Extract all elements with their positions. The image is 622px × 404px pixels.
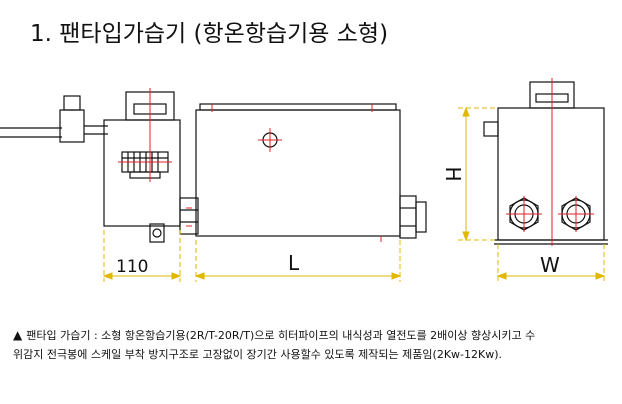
solenoid-valve xyxy=(59,109,85,143)
side-view-center-marks xyxy=(118,88,382,242)
dim-110-label: 110 xyxy=(116,257,148,277)
side-fitting xyxy=(399,195,417,239)
dim-length-label: L xyxy=(288,251,300,275)
valve-coil xyxy=(63,95,81,111)
side-view-dimensions xyxy=(102,230,402,282)
caption-line-1: ▲팬타입 가습기 : 소형 항온항습기용(2R/T-20R/T)으로 히터파이프… xyxy=(13,326,613,345)
dim-height-label: H xyxy=(441,166,465,181)
control-box xyxy=(103,119,181,227)
triangle-marker-icon: ▲ xyxy=(13,328,23,342)
drain-valve xyxy=(149,223,165,243)
front-view xyxy=(483,81,608,245)
product-description: ▲팬타입 가습기 : 소형 항온항습기용(2R/T-20R/T)으로 히터파이프… xyxy=(13,326,613,364)
page-title: 1. 팬타입가습기 (항온항습기용 소형) xyxy=(30,21,389,47)
technical-drawing: 110 L H W xyxy=(0,78,608,282)
caption-line-1-text: 팬타입 가습기 : 소형 항온항습기용(2R/T-20R/T)으로 히터파이프의… xyxy=(26,329,536,342)
front-side-port xyxy=(483,121,499,137)
main-tank xyxy=(195,109,401,237)
caption-line-2: 위감지 전극봉에 스케일 부착 방지구조로 고장없이 장기간 사용할수 있도록 … xyxy=(13,348,502,361)
side-view xyxy=(0,91,427,243)
dim-width-label: W xyxy=(540,253,560,277)
front-view-dimensions xyxy=(458,106,606,282)
front-view-center-marks xyxy=(506,78,594,246)
